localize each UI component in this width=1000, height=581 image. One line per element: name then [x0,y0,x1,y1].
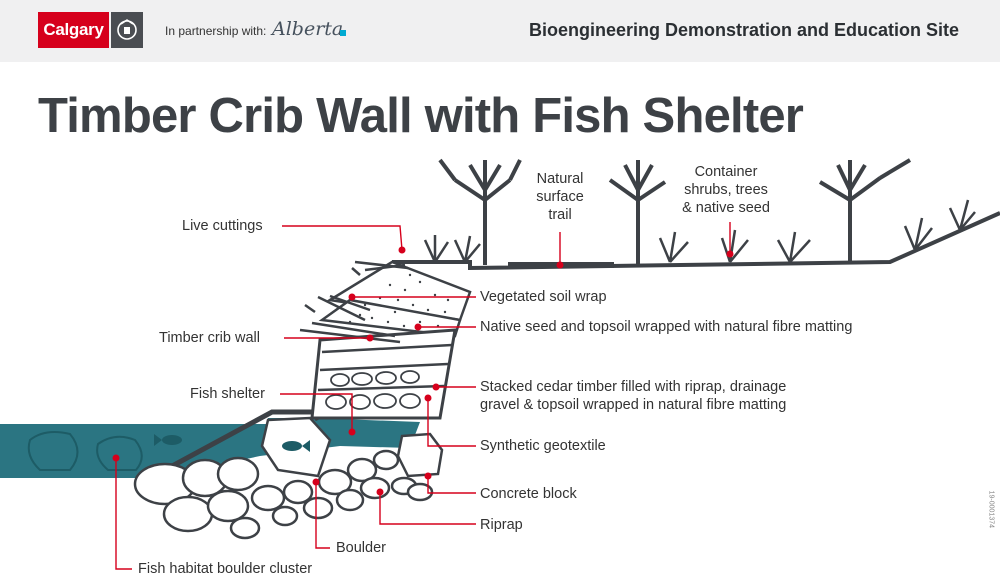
label-live-cuttings: Live cuttings [182,218,263,234]
label-synthetic-geotextile: Synthetic geotextile [480,438,606,454]
riprap-boulders [133,416,444,540]
top-ground-line [392,211,1000,271]
calgary-logo: Calgary [38,12,109,48]
label-vegetated-soil-wrap: Vegetated soil wrap [480,289,607,305]
fish-icons [154,434,310,452]
label-boulder: Boulder [336,540,386,556]
label-native-seed: Native seed and topsoil wrapped with nat… [480,319,853,335]
leader-dots [112,246,734,496]
shrubs [423,199,976,263]
label-concrete-block: Concrete block [480,486,577,502]
partnership-text: In partnership with: [165,24,267,38]
label-timber-crib-wall: Timber crib wall [159,330,260,346]
live-cuttings [299,260,409,344]
leader-lines [115,222,731,570]
calgary-logo-text: Calgary [43,20,104,39]
submerged-boulders [27,431,143,471]
soil-stipple [348,273,450,328]
site-title: Bioengineering Demonstration and Educati… [528,20,959,40]
trees [438,158,912,265]
label-fish-shelter: Fish shelter [190,386,265,402]
label-riprap: Riprap [480,517,523,533]
crib-riprap [325,370,421,410]
label-stacked-cedar: Stacked cedar timber filled with riprap,… [480,379,787,413]
header-bar: Calgary In partnership with: Alberta Bio… [0,0,1000,62]
alberta-logo-square [340,30,346,36]
page-title: Timber Crib Wall with Fish Shelter [38,89,804,143]
alberta-logo: Alberta [272,18,344,40]
crest-icon [111,12,143,48]
document-code: 19-0001374 [987,490,994,528]
label-fish-habitat: Fish habitat boulder cluster [138,561,313,577]
